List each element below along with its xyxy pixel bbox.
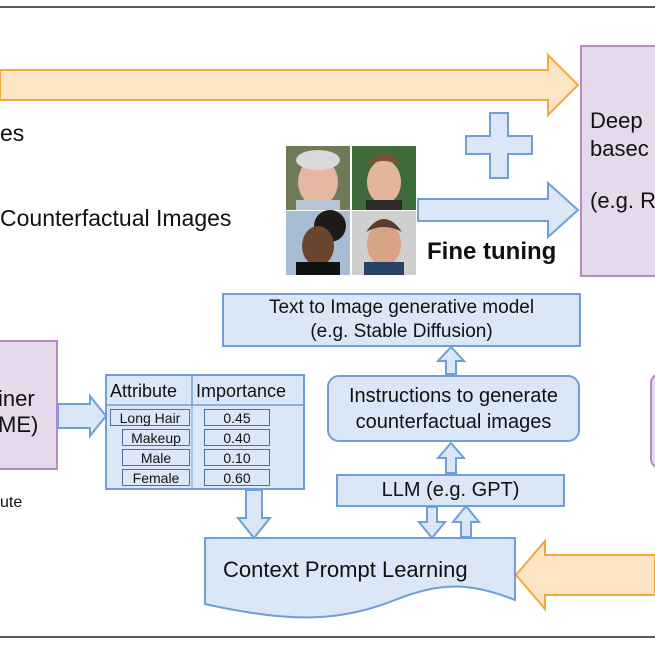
llm-label: LLM (e.g. GPT) [381, 479, 520, 501]
instructions-line1: Instructions to generate [348, 384, 558, 407]
explainer-box: iner ME) [0, 340, 58, 470]
table-attr-female: Female [122, 469, 190, 486]
llm-to-context-arrow [416, 506, 448, 540]
instructions-to-t2i-arrow [435, 345, 467, 375]
table-imp-female: 0.60 [204, 469, 270, 486]
explainer-to-table-arrow [57, 393, 108, 439]
fine-tuning-arrow [417, 180, 580, 240]
context-prompt-shape [204, 537, 516, 619]
llm-to-instructions-arrow [435, 441, 467, 474]
attribute-partial-text: ute [0, 494, 23, 511]
deep-model-line1: Deep [590, 108, 643, 133]
text-to-image-box: Text to Image generative model (e.g. Sta… [222, 293, 581, 347]
right-partial-box [650, 373, 655, 469]
table-attr-makeup: Makeup [122, 429, 190, 446]
table-imp-makeup: 0.40 [204, 429, 270, 446]
table-attr-male: Male [122, 449, 190, 466]
table-header-attribute: Attribute [110, 381, 178, 401]
context-prompt-label: Context Prompt Learning [223, 557, 468, 582]
context-to-llm-arrow [450, 504, 482, 538]
deep-model-line3: (e.g. R [590, 188, 655, 213]
llm-box: LLM (e.g. GPT) [336, 474, 565, 507]
top-left-partial-text: es [0, 120, 25, 146]
table-imp-long-hair: 0.45 [204, 409, 270, 426]
counterfactual-images-label: Counterfactual Images [0, 205, 232, 231]
instructions-line2: counterfactual images [355, 410, 552, 433]
table-attr-long-hair: Long Hair [110, 409, 190, 426]
plus-sign [465, 112, 533, 179]
table-to-context-arrow [235, 489, 273, 540]
explainer-line1: iner [0, 386, 35, 411]
text-to-image-line2: (e.g. Stable Diffusion) [310, 321, 493, 342]
table-imp-male: 0.10 [204, 449, 270, 466]
bottom-orange-arrow [514, 538, 655, 612]
top-orange-arrow [0, 52, 580, 118]
explainer-line2: ME) [0, 412, 39, 437]
text-to-image-line1: Text to Image generative model [268, 297, 535, 318]
deep-model-line2: basec [590, 136, 649, 161]
deep-model-box: Deep basec (e.g. R [580, 45, 655, 277]
counterfactual-photos [286, 146, 416, 275]
instructions-box: Instructions to generate counterfactual … [327, 375, 580, 442]
fine-tuning-label: Fine tuning [427, 238, 557, 265]
table-header-importance: Importance [196, 381, 287, 401]
